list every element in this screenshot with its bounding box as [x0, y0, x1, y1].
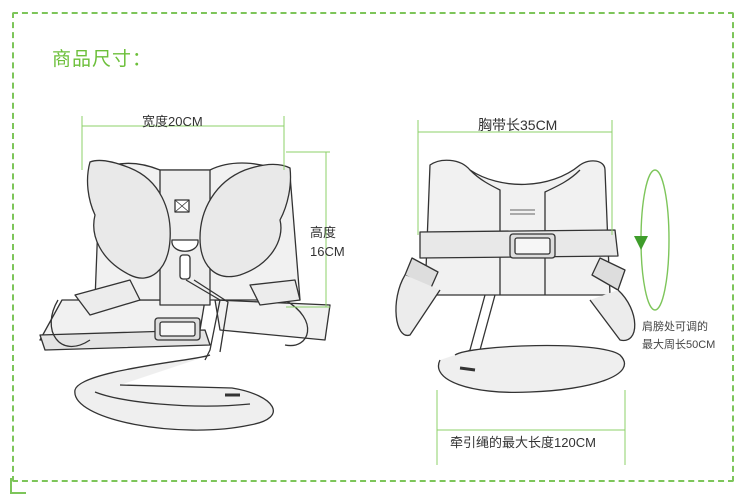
left-harness-drawing	[39, 159, 331, 431]
dimension-lines	[81, 116, 626, 465]
shoulder-note-line2: 最大周长50CM	[642, 339, 716, 351]
corner-mark	[10, 478, 26, 494]
dashed-border-frame	[12, 12, 734, 482]
chest-strap-label: 胸带长35CM	[478, 117, 558, 133]
height-value: 16CM	[310, 244, 345, 259]
rotation-arrow-icon	[634, 169, 670, 311]
right-harness-drawing	[395, 159, 636, 394]
leash-length-label: 牵引绳的最大长度120CM	[450, 435, 596, 450]
page-title: 商品尺寸：	[52, 49, 153, 70]
width-label: 宽度20CM	[142, 114, 203, 129]
height-label: 高度	[310, 225, 337, 240]
shoulder-note-line1: 肩膀处可调的	[642, 321, 708, 333]
